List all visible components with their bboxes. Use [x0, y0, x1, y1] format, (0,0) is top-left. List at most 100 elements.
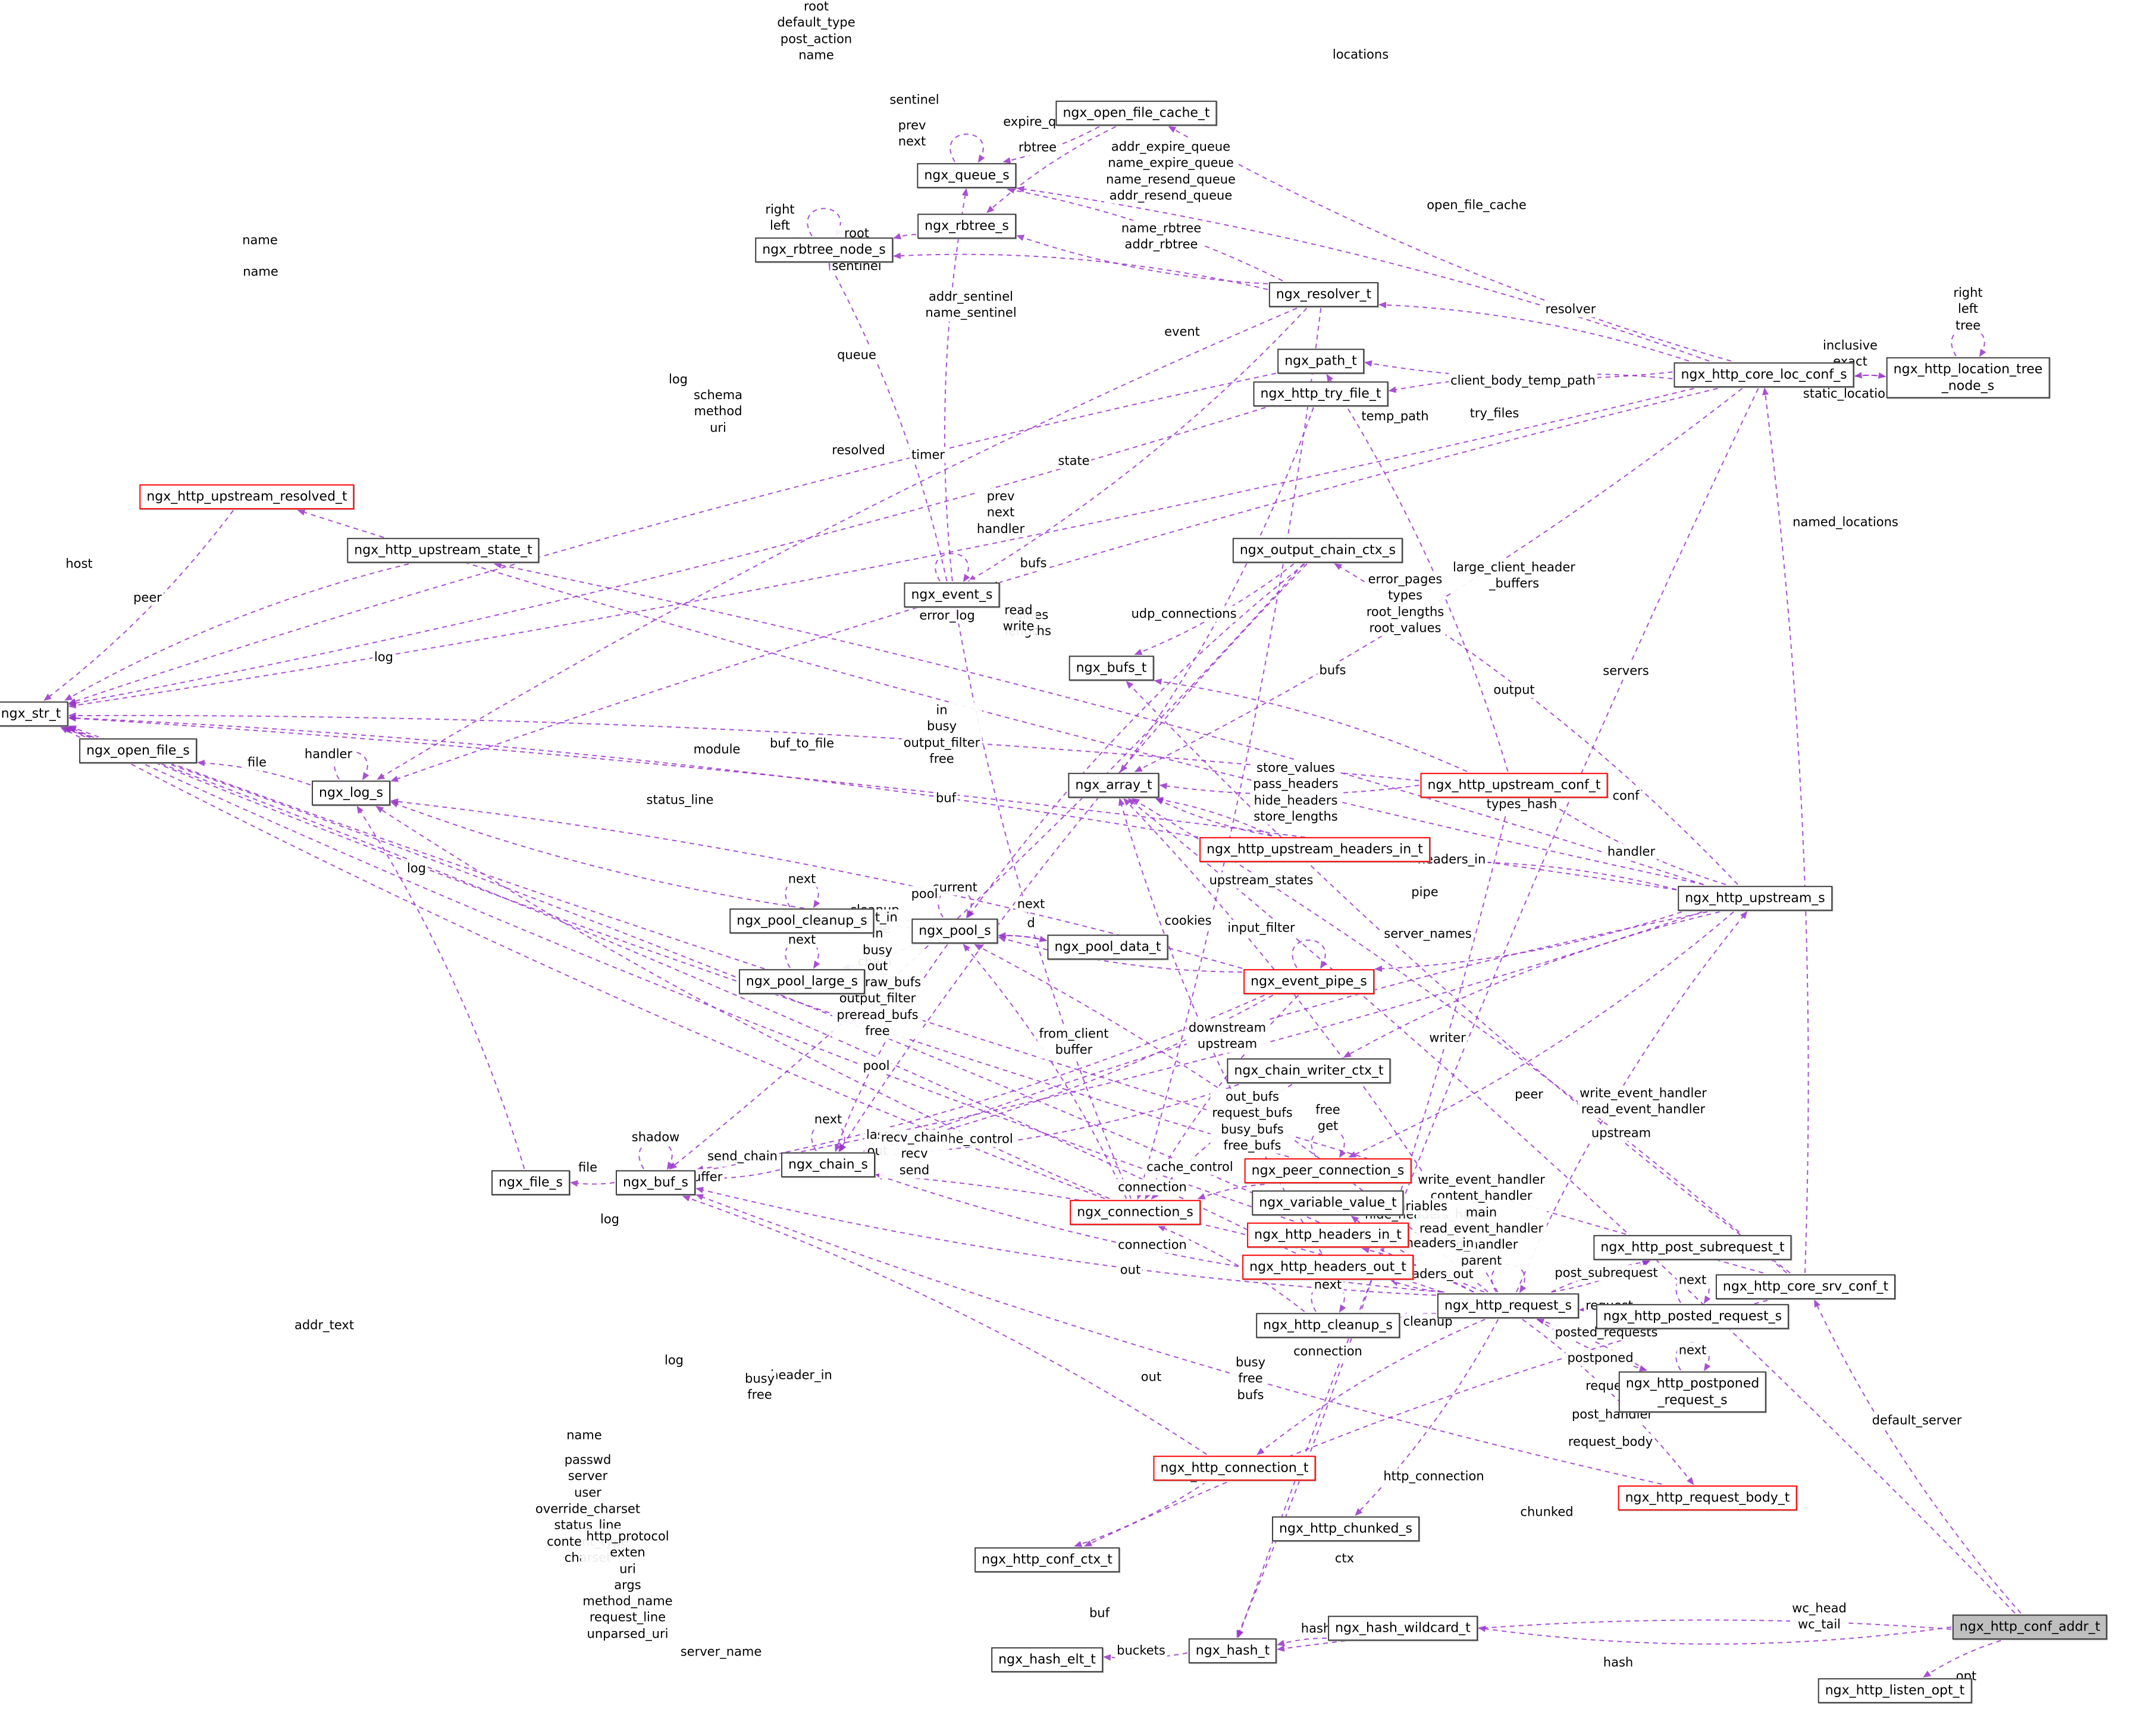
edge-ngx_http_conf_addr_t-to-ngx_array_t	[1127, 798, 2016, 1614]
node-ngx_bufs_t[interactable]: ngx_bufs_t	[1068, 656, 1154, 681]
edge-label-error_pages: error_pages types root_lengths root_valu…	[1364, 571, 1446, 636]
node-ngx_http_upstream_conf_t[interactable]: ngx_http_upstream_conf_t	[1420, 773, 1608, 798]
node-ngx_http_headers_out_t[interactable]: ngx_http_headers_out_t	[1242, 1255, 1414, 1280]
node-ngx_open_file_s[interactable]: ngx_open_file_s	[79, 738, 197, 763]
node-ngx_http_upstream_state_t[interactable]: ngx_http_upstream_state_t	[347, 538, 540, 563]
node-ngx_pool_data_t[interactable]: ngx_pool_data_t	[1047, 935, 1168, 959]
edge-label-error_log: error_log	[917, 607, 977, 624]
edge-label-addr_text: addr_text	[292, 1317, 356, 1334]
node-ngx_http_posted_request_s[interactable]: ngx_http_posted_request_s	[1596, 1304, 1790, 1329]
node-ngx_http_cleanup_s[interactable]: ngx_http_cleanup_s	[1256, 1313, 1400, 1338]
edge-label-event: event	[1162, 324, 1202, 340]
edge-label-name_rbtree: name_rbtree addr_rbtree	[1119, 220, 1204, 253]
node-ngx_http_conf_ctx_t[interactable]: ngx_http_conf_ctx_t	[974, 1547, 1120, 1572]
edge-ngx_rbtree_s-to-ngx_rbtree_node_s	[893, 233, 917, 240]
edge-label-resolver: resolver	[1543, 301, 1598, 318]
edge-label-header_in: header_in	[769, 1367, 834, 1384]
edge-label-cache_control: cache_control	[1145, 1159, 1235, 1175]
node-ngx_hash_elt_t[interactable]: ngx_hash_elt_t	[991, 1647, 1103, 1672]
edge-label-next: next	[786, 871, 818, 888]
node-ngx_event_pipe_s[interactable]: ngx_event_pipe_s	[1243, 969, 1374, 994]
node-ngx_http_upstream_headers_in_t[interactable]: ngx_http_upstream_headers_in_t	[1199, 837, 1430, 862]
edge-label-out_bufs: out_bufs request_bufs busy_bufs free_buf…	[1210, 1089, 1295, 1154]
node-ngx_pool_cleanup_s[interactable]: ngx_pool_cleanup_s	[729, 908, 875, 933]
edge-ngx_http_core_loc_conf_s-to-ngx_log_s	[390, 388, 1718, 782]
node-ngx_http_chunked_s[interactable]: ngx_http_chunked_s	[1272, 1516, 1419, 1541]
edge-ngx_http_core_loc_conf_s-to-ngx_array_t	[1134, 388, 1743, 772]
node-ngx_path_t[interactable]: ngx_path_t	[1277, 349, 1364, 374]
node-ngx_connection_s[interactable]: ngx_connection_s	[1070, 1200, 1201, 1225]
edge-label-timer: timer	[909, 447, 947, 463]
edge-ngx_http_connection_t-to-ngx_http_conf_ctx_t	[1074, 1481, 1207, 1547]
edge-label-addr_expire_queue: addr_expire_queue name_expire_queue name…	[1104, 139, 1237, 204]
node-ngx_array_t[interactable]: ngx_array_t	[1068, 773, 1160, 798]
node-ngx_http_try_file_t[interactable]: ngx_http_try_file_t	[1253, 381, 1389, 406]
node-ngx_resolver_t[interactable]: ngx_resolver_t	[1268, 282, 1379, 307]
node-ngx_hash_wildcard_t[interactable]: ngx_hash_wildcard_t	[1328, 1616, 1478, 1641]
node-ngx_http_postponed_request_s[interactable]: ngx_http_postponed _request_s	[1618, 1371, 1767, 1413]
node-ngx_pool_large_s[interactable]: ngx_pool_large_s	[738, 969, 866, 994]
node-ngx_peer_connection_s[interactable]: ngx_peer_connection_s	[1244, 1158, 1412, 1183]
node-ngx_http_upstream_resolved_t[interactable]: ngx_http_upstream_resolved_t	[139, 484, 355, 509]
edge-ngx_http_upstream_s-to-ngx_chain_writer_ctx_t	[1343, 911, 1720, 1058]
edge-ngx_http_request_s-to-ngx_http_posted_request_s	[1580, 1306, 1596, 1313]
node-ngx_queue_s[interactable]: ngx_queue_s	[917, 163, 1017, 188]
edge-label-ctx: ctx	[1333, 1550, 1356, 1567]
edge-label-d: d	[1025, 915, 1037, 932]
edge-label-right: right left tree	[1951, 285, 1985, 334]
node-ngx_open_file_cache_t[interactable]: ngx_open_file_cache_t	[1055, 101, 1217, 126]
node-ngx_variable_value_t[interactable]: ngx_variable_value_t	[1252, 1190, 1404, 1215]
node-ngx_http_conf_addr_t[interactable]: ngx_http_conf_addr_t	[1952, 1614, 2108, 1639]
node-ngx_hash_t[interactable]: ngx_hash_t	[1188, 1638, 1277, 1663]
node-ngx_http_headers_in_t[interactable]: ngx_http_headers_in_t	[1247, 1222, 1409, 1247]
edge-ngx_http_upstream_headers_in_t-to-ngx_str_t	[68, 714, 1199, 838]
edge-ngx_http_location_tree_node_s-to-ngx_http_core_loc_conf_s	[1854, 372, 1885, 379]
node-ngx_http_request_body_t[interactable]: ngx_http_request_body_t	[1618, 1485, 1797, 1510]
node-ngx_http_request_s[interactable]: ngx_http_request_s	[1437, 1293, 1580, 1318]
node-ngx_str_t[interactable]: ngx_str_t	[0, 701, 68, 726]
edge-ngx_http_headers_in_t-to-ngx_str_t	[64, 727, 1295, 1222]
edge-label-pipe: pipe	[1409, 884, 1440, 901]
edge-label-hash: hash	[1601, 1654, 1635, 1671]
node-ngx_http_core_srv_conf_t[interactable]: ngx_http_core_srv_conf_t	[1715, 1274, 1896, 1299]
edge-ngx_http_upstream_conf_t-to-ngx_path_t	[1326, 374, 1509, 772]
edge-ngx_http_conf_addr_t-to-ngx_http_listen_opt_t	[1923, 1640, 2001, 1678]
edge-label-chunked: chunked	[1518, 1504, 1575, 1520]
node-ngx_output_chain_ctx_s[interactable]: ngx_output_chain_ctx_s	[1232, 538, 1403, 563]
edge-label-large_client_header: large_client_header _buffers	[1451, 559, 1577, 592]
edge-label-peer: peer	[1513, 1086, 1545, 1103]
edge-label-headers_in: headers_in	[1403, 1235, 1476, 1252]
node-ngx_chain_s[interactable]: ngx_chain_s	[781, 1152, 875, 1177]
node-ngx_http_post_subrequest_t[interactable]: ngx_http_post_subrequest_t	[1593, 1235, 1792, 1260]
edge-ngx_resolver_t-to-ngx_rbtree_node_s	[893, 252, 1268, 290]
node-ngx_http_upstream_s[interactable]: ngx_http_upstream_s	[1678, 886, 1832, 911]
edge-ngx_file_s-to-ngx_log_s	[356, 805, 525, 1169]
edge-label-queue: queue	[835, 347, 878, 363]
edge-ngx_http_upstream_conf_t-to-ngx_array_t	[1159, 783, 1419, 795]
edge-label-free: free get	[1314, 1102, 1342, 1135]
edge-ngx_resolver_t-to-ngx_rbtree_s	[1016, 234, 1268, 284]
edge-label-log: log	[598, 1211, 622, 1228]
node-ngx_rbtree_node_s[interactable]: ngx_rbtree_node_s	[755, 237, 893, 262]
node-ngx_file_s[interactable]: ngx_file_s	[491, 1170, 570, 1195]
edge-label-busy: busy free	[742, 1371, 777, 1404]
node-ngx_http_connection_t[interactable]: ngx_http_connection_t	[1153, 1456, 1316, 1481]
node-ngx_event_s[interactable]: ngx_event_s	[904, 582, 1000, 607]
edge-label-upstream: upstream	[1589, 1125, 1653, 1142]
node-ngx_http_listen_opt_t[interactable]: ngx_http_listen_opt_t	[1817, 1678, 1972, 1703]
node-ngx_chain_writer_ctx_t[interactable]: ngx_chain_writer_ctx_t	[1227, 1058, 1391, 1083]
edge-ngx_event_s-to-ngx_queue_s	[944, 188, 969, 582]
edge-label-in: in busy output_filter free	[901, 702, 982, 767]
edge-label-postponed: postponed	[1565, 1350, 1635, 1366]
edge-ngx_http_upstream_s-to-ngx_http_upstream_resolved_t	[297, 509, 1704, 885]
node-ngx_log_s[interactable]: ngx_log_s	[312, 780, 390, 805]
node-ngx_http_location_tree_node_s[interactable]: ngx_http_location_tree _node_s	[1886, 357, 2050, 399]
node-ngx_buf_s[interactable]: ngx_buf_s	[615, 1170, 696, 1195]
edge-label-log: log	[662, 1352, 686, 1369]
node-ngx_pool_s[interactable]: ngx_pool_s	[911, 918, 998, 943]
node-ngx_http_core_loc_conf_s[interactable]: ngx_http_core_loc_conf_s	[1674, 362, 1854, 387]
node-ngx_rbtree_s[interactable]: ngx_rbtree_s	[917, 214, 1016, 239]
edge-ngx_http_core_loc_conf_s-to-ngx_str_t	[68, 388, 1694, 709]
edge-ngx_hash_wildcard_t-to-ngx_hash_t	[1277, 1638, 1327, 1647]
